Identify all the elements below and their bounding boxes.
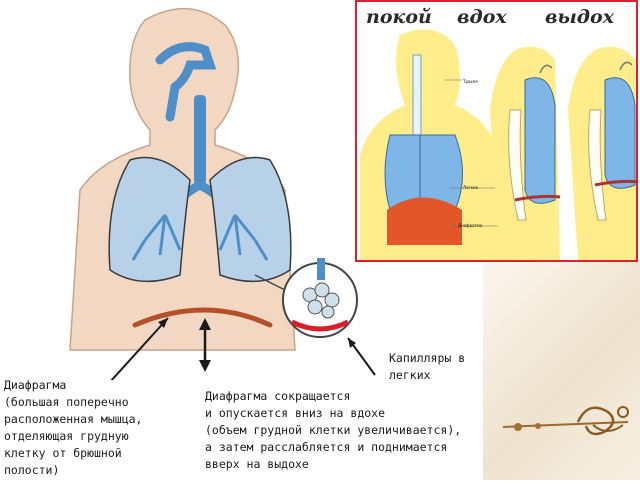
caption-line: (объем грудной клетки увеличивается), [205,423,462,437]
caption-line: полости) [4,463,60,477]
panel-border [355,0,638,262]
caption-line: Диафрагма сокращается [205,389,351,403]
diaphragm-pointer-arrow [110,317,169,380]
ornament-swirl [502,406,629,436]
rest-diaphragm [387,197,462,245]
trachea [194,95,206,185]
caption-line: клетку от брюшной [4,446,122,460]
caption-line: отделяющая грудную [4,429,129,443]
caption-line: расположенная мышца, [4,412,143,426]
caption-line: Капилляры в [389,351,466,365]
diaphragm-small-label: Диафрагма [458,223,483,228]
capillaries-caption: Капилляры в легких [389,350,465,384]
breathing-phases-panel: Трахея Легкие Диафрагма [355,0,640,262]
lungs-label: Легкие [463,185,479,190]
nasal-cavity [155,42,217,122]
caption-line: а затем расслабляется и поднимается [205,440,448,454]
contraction-caption: Диафрагма сокращается и опускается вниз … [205,388,461,473]
caption-line: и опускается вниз на вдохе [205,406,386,420]
inhale-diaphragm [514,194,561,202]
respiratory-system-illustration [69,8,376,380]
caption-line: вверх на выдохе [205,457,309,471]
phase-label-rest: покой [366,6,432,28]
left-lung [108,156,191,283]
caption-line: легких [389,368,431,382]
caption-line: (большая поперечно [4,395,129,409]
diaphragm-line [132,307,273,328]
decorative-background [483,262,640,480]
bronchial-tree [131,214,269,261]
diaphragm-caption: Диафрагма (большая поперечно расположенн… [4,377,142,479]
caption-line: Диафрагма [4,378,67,392]
trachea-label: Трахея [462,79,478,84]
phase-label-inhale: вдох [457,6,507,28]
right-lung [209,156,292,283]
breathing-phases-illustration: Трахея Легкие Диафрагма [360,29,640,262]
phase-label-exhale: выдох [545,6,615,28]
